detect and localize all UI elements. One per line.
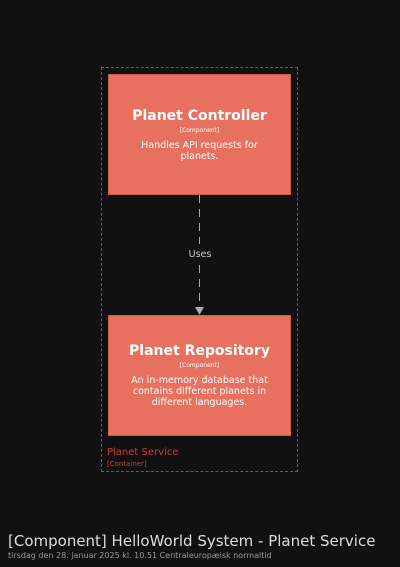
component-type: [Component] [179,362,220,369]
diagram-title: [Component] HelloWorld System - Planet S… [8,532,376,550]
component-description: Handles API requests for planets. [141,139,258,162]
container-boundary [101,67,298,472]
relationship-label: Uses [188,249,212,260]
component-title: Planet Controller [132,107,267,124]
component-planet-repository[interactable]: Planet Repository [Component] An in-memo… [108,315,291,436]
uses-arrow-head [195,307,204,315]
container-name: Planet Service [107,447,179,458]
component-description: An in-memory database that contains diff… [131,375,268,408]
diagram-timestamp: tirsdag den 28. januar 2025 kl. 10.51 Ce… [8,551,272,560]
component-planet-controller[interactable]: Planet Controller [Component] Handles AP… [108,74,291,195]
container-type: [Container] [107,460,147,468]
component-title: Planet Repository [129,343,270,359]
component-type: [Component] [179,126,220,134]
